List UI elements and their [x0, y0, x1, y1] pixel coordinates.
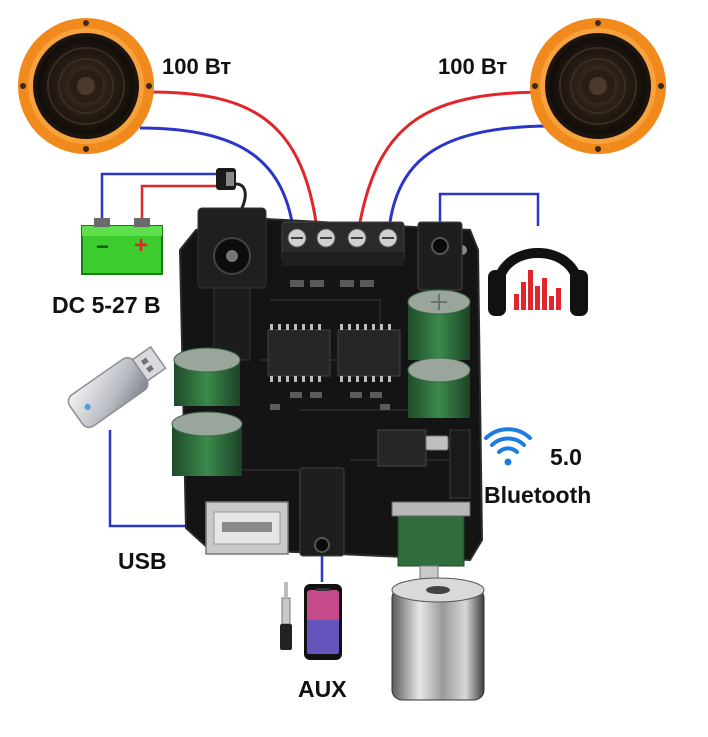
wire-power-blue [100, 172, 220, 222]
usb-port [205, 501, 289, 555]
bluetooth-version-label: 5.0 [550, 444, 582, 470]
battery-icon [81, 218, 163, 275]
power-supply-label: DC 5-27 В [52, 292, 161, 318]
battery-plus-sign: + [134, 232, 149, 259]
capacitor [407, 289, 471, 360]
capacitor [173, 347, 241, 406]
capacitor [171, 411, 243, 476]
amplifier-chip-left [267, 324, 331, 382]
wire-power-red [140, 184, 220, 222]
speaker-left-icon [18, 18, 154, 154]
headphone-jack [417, 221, 463, 291]
speaker-left-power-label: 100 Вт [162, 54, 232, 79]
bluetooth-chip [377, 429, 427, 467]
aux-jack [299, 467, 345, 557]
dc-jack [197, 207, 267, 361]
wire-right-speaker-red [358, 90, 549, 223]
capacitor [407, 357, 471, 418]
wire-right-speaker-blue [388, 124, 553, 223]
speaker-right-icon [530, 18, 666, 154]
amplifier-chip-right [337, 324, 401, 382]
wire-headphones [438, 192, 540, 226]
wire-left-speaker-red [149, 90, 318, 223]
equalizer-bars-icon [514, 270, 561, 310]
dc-plug-icon [216, 168, 236, 190]
speaker-right-power-label: 100 Вт [438, 54, 508, 79]
battery-minus-sign: − [96, 234, 109, 259]
wireless-signal-icon [484, 427, 532, 466]
wire-usb [108, 430, 212, 528]
headphones-icon [488, 248, 588, 316]
bluetooth-label: Bluetooth [484, 482, 592, 508]
wire-left-speaker-blue [139, 126, 294, 223]
aux-label: AUX [298, 676, 347, 702]
aux-plug-icon [280, 582, 292, 650]
volume-knob[interactable] [391, 577, 485, 701]
smartphone-icon [304, 584, 342, 660]
speaker-terminal-block [281, 221, 405, 266]
usb-stick-icon [67, 345, 167, 429]
usb-label: USB [118, 548, 167, 574]
wires [100, 90, 553, 582]
amplifier-board [178, 207, 484, 562]
